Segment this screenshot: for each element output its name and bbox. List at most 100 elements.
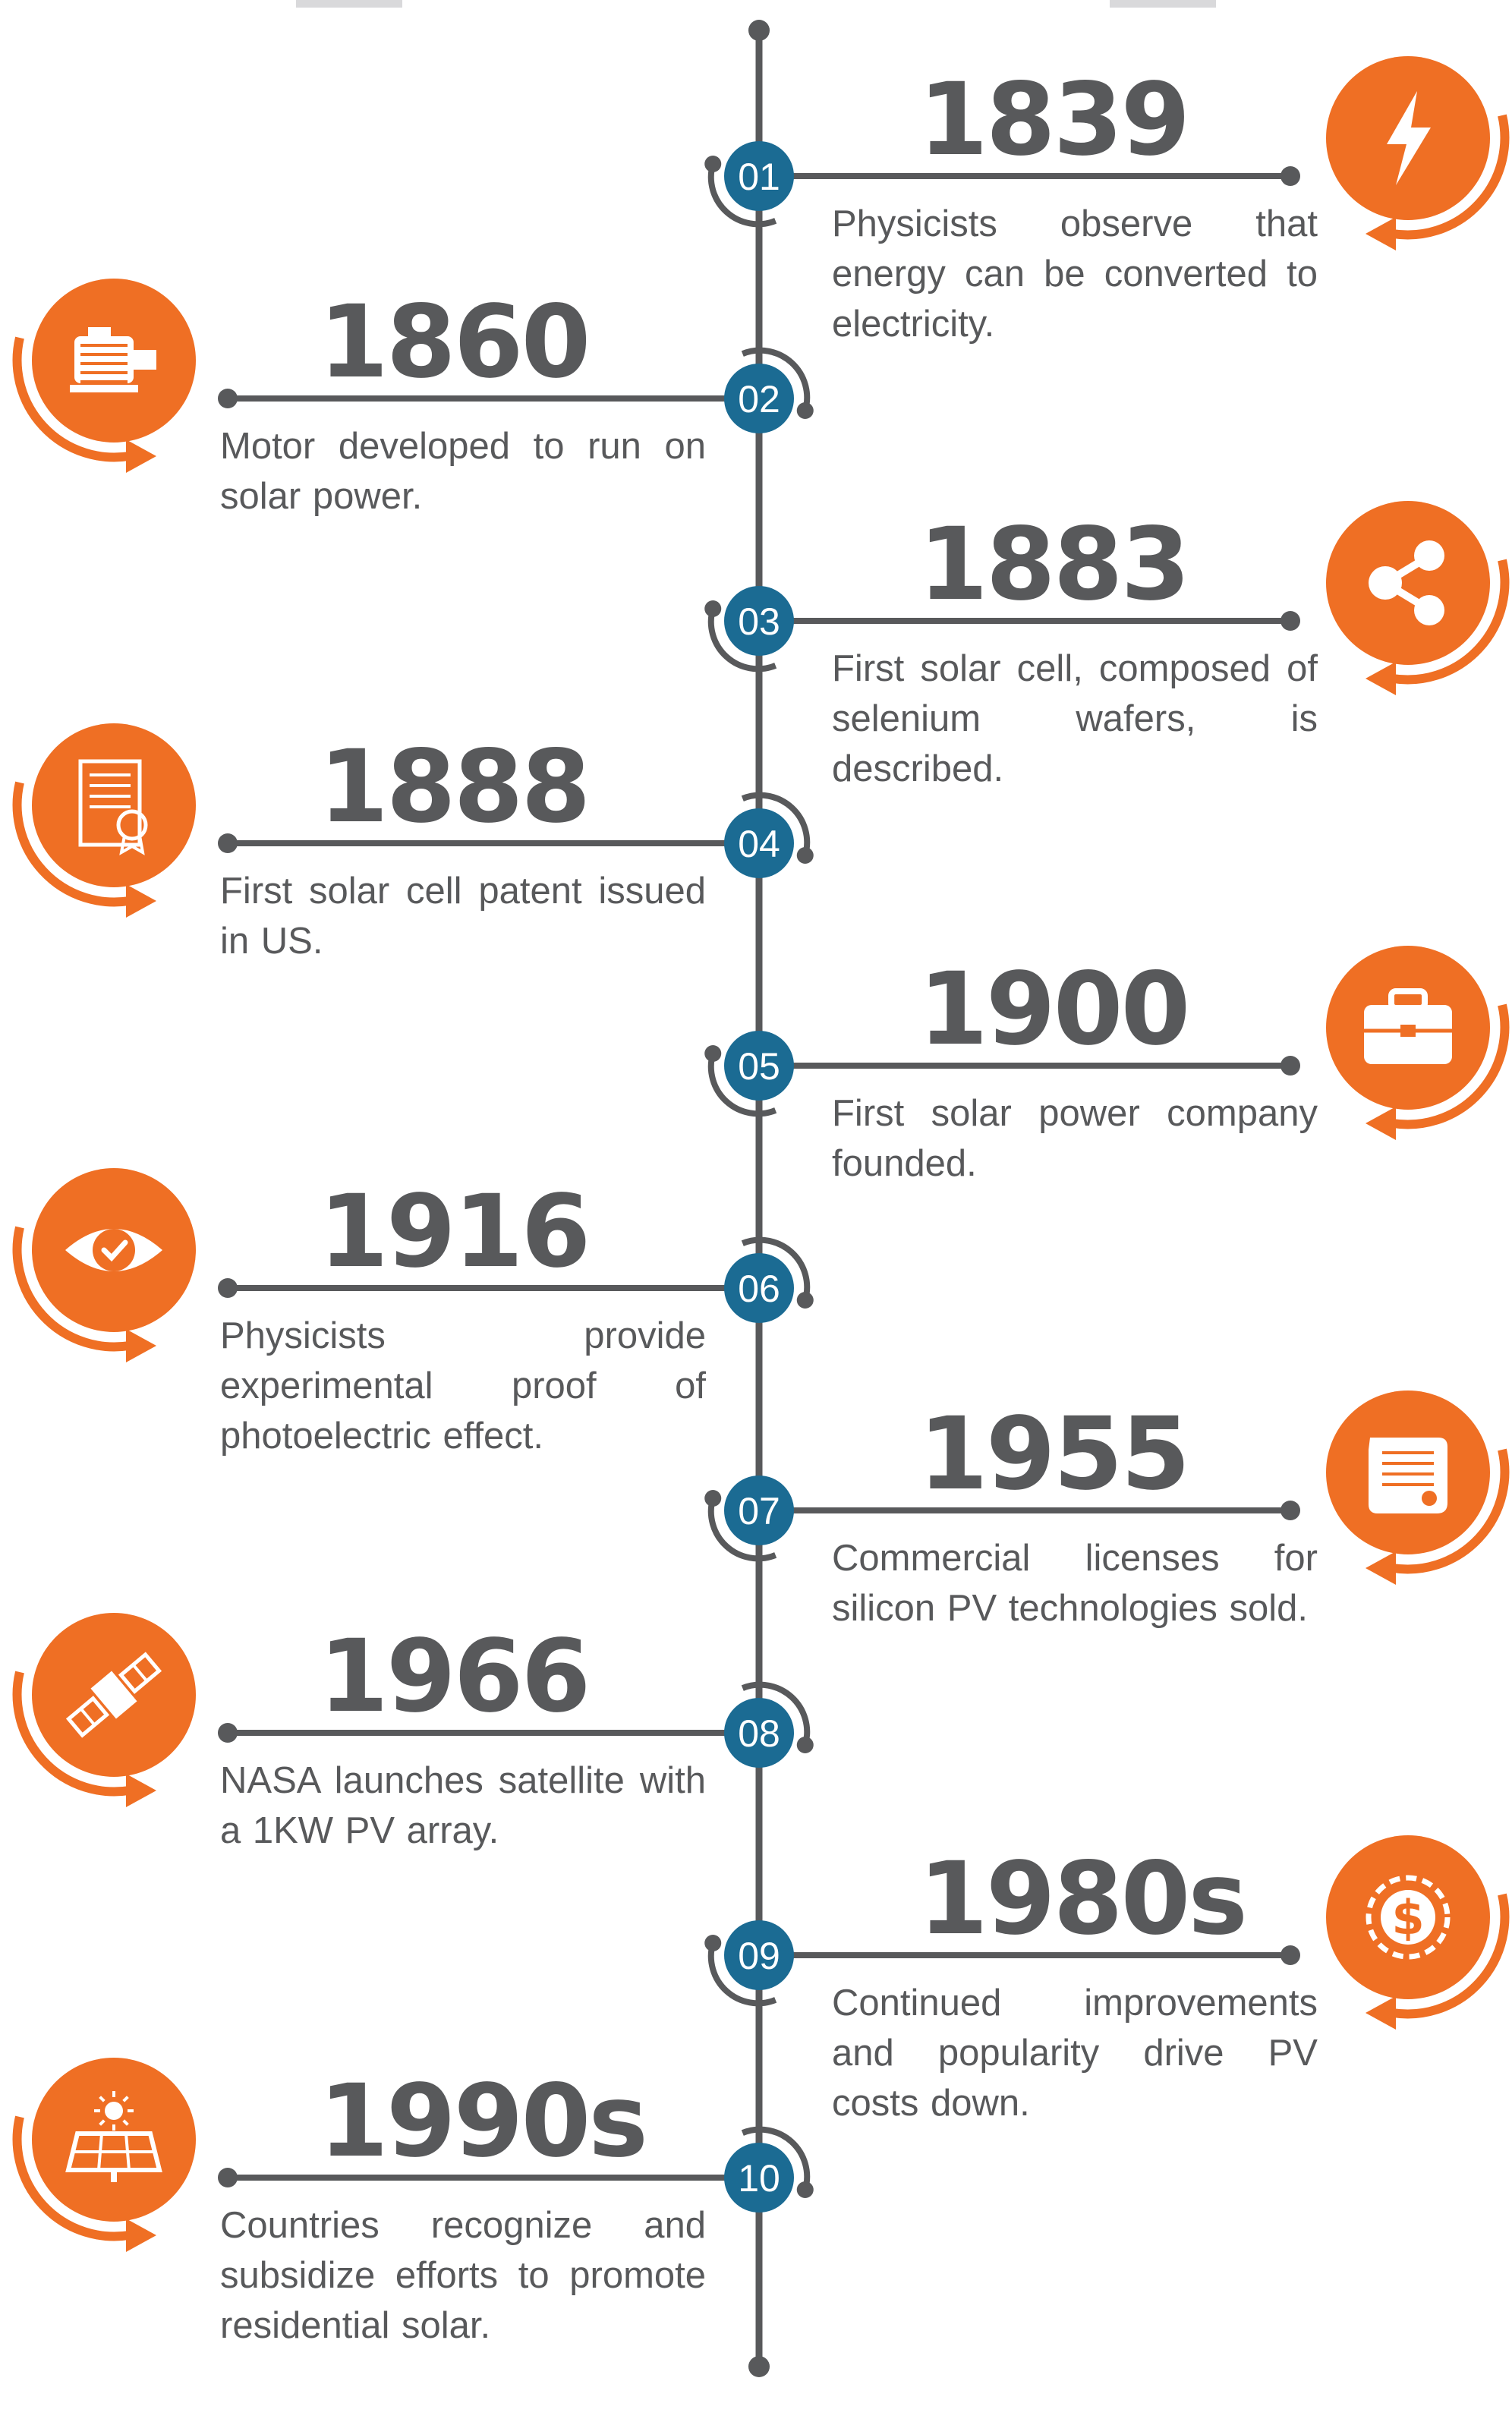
lightning-icon	[1387, 91, 1431, 185]
cycle-arrow	[12, 1671, 130, 1797]
milestone-06: 06	[12, 1168, 814, 1362]
top-tab-right	[1110, 0, 1216, 8]
badge-bracket	[741, 1236, 811, 1302]
badge-bracket	[707, 607, 777, 672]
number-badge	[724, 586, 794, 656]
badge-number: 10	[738, 2157, 780, 2200]
connector-end-dot	[218, 2168, 238, 2187]
badge-bracket	[741, 792, 811, 857]
badge-bracket	[741, 347, 811, 412]
bracket-dot	[796, 847, 814, 864]
svg-text:$: $	[1391, 1890, 1424, 1945]
milestone-year: 1980s	[918, 1841, 1248, 1957]
milestone-year: 1900	[918, 951, 1190, 1068]
bracket-dot	[796, 1737, 814, 1753]
connector-end-dot	[1280, 1056, 1300, 1076]
milestone-year: 1966	[319, 1618, 591, 1735]
badge-number: 07	[738, 1490, 780, 1532]
cycle-arrow	[12, 781, 130, 907]
bracket-dot	[704, 1935, 722, 1951]
arrow-head	[126, 2219, 156, 2252]
milestone-01: 01	[704, 56, 1510, 250]
briefcase-icon	[1364, 988, 1452, 1064]
cycle-arrow	[1392, 1003, 1510, 1129]
certificate-icon	[78, 759, 148, 855]
milestone-year: 1883	[918, 506, 1190, 623]
milestone-description: First solar cell patent issued in US.	[220, 871, 706, 962]
solar-panel-icon	[65, 2091, 162, 2182]
milestone-10: 10	[12, 2058, 814, 2252]
milestone-year: 1916	[319, 1173, 591, 1290]
badge-bracket	[707, 162, 777, 228]
arrow-head	[1366, 662, 1396, 695]
badge-bracket	[707, 1052, 777, 1117]
number-badge	[724, 808, 794, 878]
badge-number: 03	[738, 600, 780, 643]
connector-end-dot	[218, 1278, 238, 1298]
icon-circle	[32, 2058, 196, 2222]
number-badge	[724, 141, 794, 211]
spine-bottom-dot	[748, 2356, 770, 2377]
cycle-arrow	[12, 2115, 130, 2241]
connector-end-dot	[1280, 611, 1300, 631]
connector-end-dot	[1280, 166, 1300, 186]
cycle-arrow	[1392, 1448, 1510, 1574]
connector-end-dot	[1280, 1501, 1300, 1520]
arrow-head	[126, 1329, 156, 1362]
number-badge	[724, 1920, 794, 1990]
share-icon	[1369, 540, 1444, 625]
milestone-08: 08	[12, 1613, 814, 1807]
satellite-icon	[65, 1652, 162, 1738]
cycle-arrow	[1392, 1893, 1510, 2019]
connector-end-dot	[218, 833, 238, 853]
milestone-05: 05	[704, 946, 1510, 1140]
badge-number: 08	[738, 1712, 780, 1755]
milestone-02: 02	[12, 279, 814, 473]
milestone-year: 1990s	[319, 2063, 648, 2180]
milestone-description: Physicists observe that energy can be co…	[832, 203, 1318, 345]
milestone-description: NASA launches satellite with a 1KW PV ar…	[220, 1760, 706, 1851]
milestone-description: Motor developed to run on solar power.	[220, 426, 706, 517]
scroll-icon	[1369, 1438, 1447, 1513]
badge-number: 06	[738, 1268, 780, 1310]
bracket-dot	[796, 402, 814, 419]
milestone-year: 1860	[319, 284, 591, 401]
motor-icon	[70, 327, 156, 392]
badge-number: 09	[738, 1935, 780, 1977]
badge-bracket	[707, 1497, 777, 1562]
cycle-arrow	[1392, 114, 1510, 240]
number-badge	[724, 2143, 794, 2213]
arrow-head	[1366, 1551, 1396, 1585]
number-badge	[724, 1698, 794, 1768]
milestone-description: Physicists provide experimental proof of…	[220, 1315, 706, 1457]
milestone-description: Countries recognize and subsidize effort…	[220, 2205, 706, 2346]
arrow-head	[126, 884, 156, 918]
milestone-07: 07	[704, 1391, 1510, 1585]
arrow-head	[126, 439, 156, 473]
milestone-description: First solar power company founded.	[832, 1093, 1318, 1184]
milestone-04: 04	[12, 723, 814, 918]
milestone-description: Continued improvements and popularity dr…	[832, 1983, 1318, 2124]
bracket-dot	[704, 1045, 722, 1062]
arrow-head	[1366, 1107, 1396, 1140]
connector-end-dot	[218, 389, 238, 408]
cycle-arrow	[12, 1226, 130, 1352]
badge-number: 02	[738, 378, 780, 420]
connector-end-dot	[218, 1723, 238, 1743]
cycle-arrow	[1392, 559, 1510, 685]
cycle-arrow	[12, 336, 130, 462]
milestone-year: 1888	[319, 729, 591, 846]
milestone-year: 1955	[918, 1396, 1190, 1513]
badge-bracket	[707, 1942, 777, 2007]
milestone-description: Commercial licenses for silicon PV techn…	[832, 1538, 1318, 1629]
arrow-head	[126, 1774, 156, 1807]
bracket-dot	[796, 2181, 814, 2198]
milestone-description: First solar cell, composed of selenium w…	[832, 648, 1318, 789]
arrow-head	[1366, 217, 1396, 250]
number-badge	[724, 1476, 794, 1545]
milestone-year: 1839	[918, 61, 1190, 178]
bracket-dot	[704, 600, 722, 617]
badge-bracket	[741, 1681, 811, 1746]
